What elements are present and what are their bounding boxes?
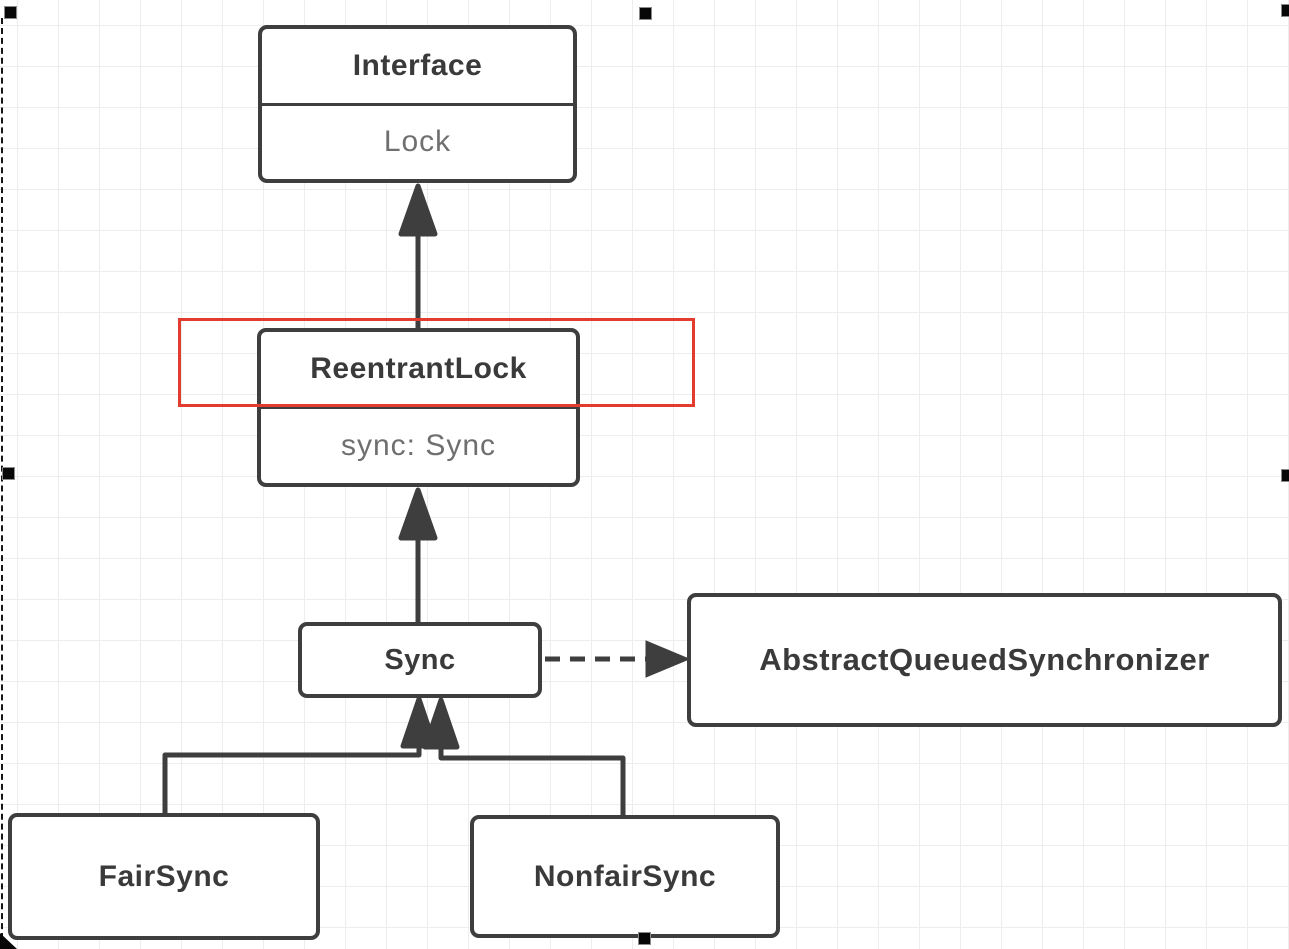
class-box-nonfairsync: NonfairSync [470,815,780,938]
class-member: Lock [383,125,452,159]
class-box-fairsync: FairSync [8,813,320,940]
arrowhead-up-icon [422,697,460,750]
class-title: ReentrantLock [310,352,527,385]
selection-handle-bottom-center[interactable] [638,932,651,945]
selection-handle-middle-left[interactable] [2,467,15,480]
selection-handle-top-center[interactable] [639,7,652,20]
class-box-sync: Sync [298,622,542,698]
selection-handle-top-left[interactable] [4,6,17,19]
compartment-divider [262,102,573,106]
class-title: Interface [352,48,483,82]
class-box-interface: Interface Lock [258,25,577,183]
edge-fairsync-to-sync [162,696,438,813]
class-title: Sync [384,643,456,676]
class-box-aqs: AbstractQueuedSynchronizer [687,593,1282,727]
arrowhead-up-icon [398,487,438,541]
class-box-reentrantlock: ReentrantLock sync: Sync [257,328,580,487]
class-title: NonfairSync [533,859,717,893]
arrowhead-up-icon [398,183,438,237]
edge-reentrantlock-to-lock [398,183,438,330]
selection-handle-middle-right[interactable] [1281,469,1289,482]
edge-sync-to-aqs [545,640,691,678]
edge-nonfairsync-to-sync [422,697,626,815]
class-title: FairSync [98,859,230,893]
class-title: AbstractQueuedSynchronizer [759,642,1210,677]
edge-sync-to-reentrantlock [398,487,438,624]
selection-border-left[interactable] [1,18,3,949]
red-highlight-rectangle [178,318,695,407]
arrowhead-right-icon [645,640,691,678]
compartment-divider [261,406,576,409]
class-member: sync: Sync [340,429,497,462]
selection-handle-top-right[interactable] [1281,4,1289,17]
